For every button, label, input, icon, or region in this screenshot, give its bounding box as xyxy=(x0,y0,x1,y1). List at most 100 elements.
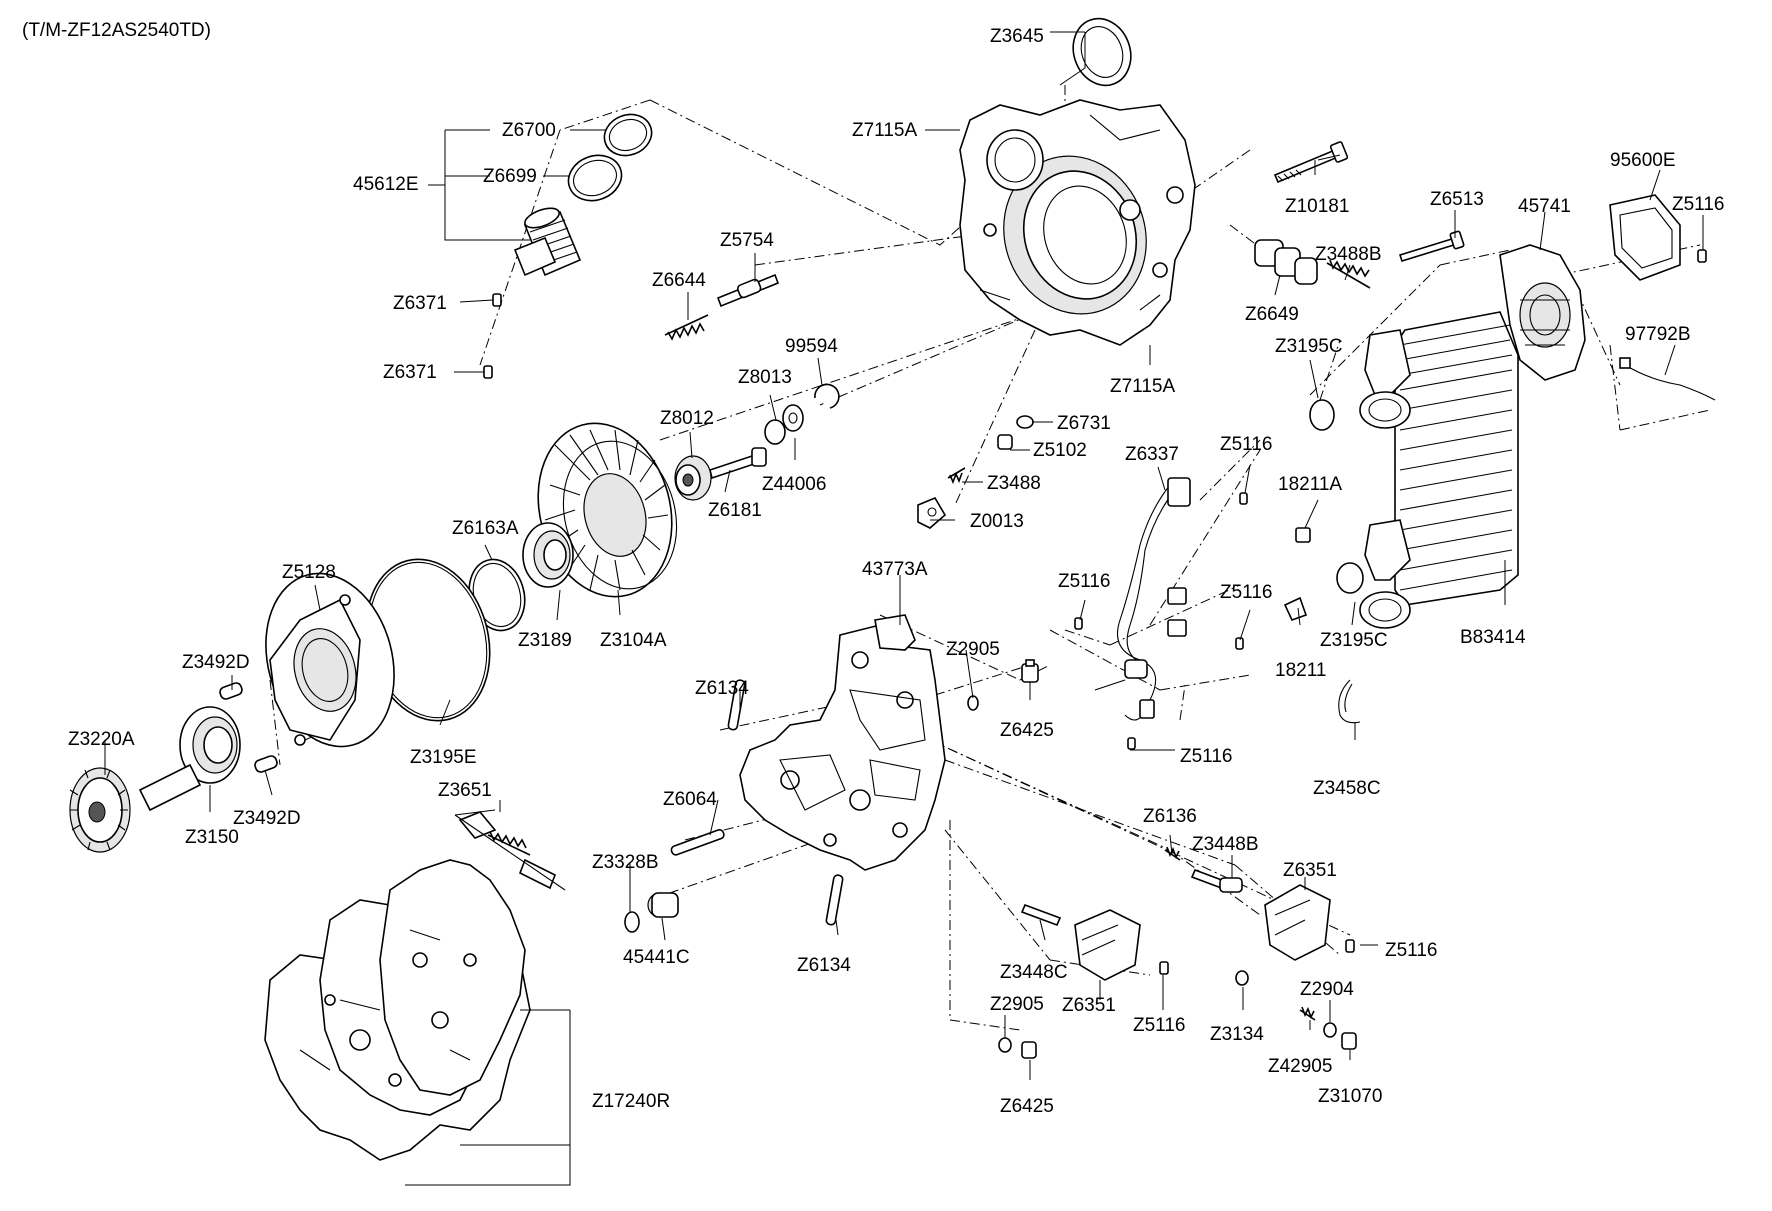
cover-z5128 xyxy=(265,572,395,748)
spring-z42905 xyxy=(1299,1006,1316,1021)
gear-shaft-z3220a xyxy=(69,763,202,853)
strap-z3458c xyxy=(1338,679,1361,724)
label-Z3645: Z3645 xyxy=(990,26,1044,47)
label-18211A: 18211A xyxy=(1278,474,1342,495)
label-Z2905-b: Z2905 xyxy=(990,994,1044,1015)
label-Z5116-g: Z5116 xyxy=(1133,1015,1185,1036)
bolt-z6513 xyxy=(1398,230,1465,262)
label-Z8012: Z8012 xyxy=(660,408,714,429)
sleeve-45441c xyxy=(647,892,679,918)
label-95600E: 95600E xyxy=(1610,150,1676,171)
label-Z6425-b: Z6425 xyxy=(1000,1096,1054,1117)
screw-z5116-c xyxy=(1074,617,1083,630)
pin-z3492d-b xyxy=(254,755,278,773)
screw-z5116-b xyxy=(1239,492,1248,505)
washer-z8013 xyxy=(764,419,786,445)
label-Z6337: Z6337 xyxy=(1125,444,1179,465)
label-Z0013: Z0013 xyxy=(970,511,1024,532)
screw-z5116-d xyxy=(1235,637,1244,650)
label-Z5102: Z5102 xyxy=(1033,440,1087,461)
washer-z44006 xyxy=(782,404,804,432)
label-Z6134-a: Z6134 xyxy=(695,678,749,699)
label-Z3195C-a: Z3195C xyxy=(1275,336,1343,357)
bracket-45741 xyxy=(1499,244,1586,381)
part-drawings xyxy=(69,17,1716,1161)
label-Z10181: Z10181 xyxy=(1285,196,1349,217)
label-Z6181: Z6181 xyxy=(708,500,762,521)
label-Z8013: Z8013 xyxy=(738,367,792,388)
plug-z31070 xyxy=(1341,1032,1357,1050)
snap-ring-99594 xyxy=(814,383,840,409)
plates-z17240r xyxy=(264,859,531,1161)
oil-cooler-b83414 xyxy=(1359,311,1519,629)
label-Z3220A: Z3220A xyxy=(68,729,135,750)
label-45612E: 45612E xyxy=(353,174,419,195)
label-18211: 18211 xyxy=(1275,660,1326,681)
label-Z5116-b: Z5116 xyxy=(1220,434,1272,455)
bearing-z3189 xyxy=(522,522,574,588)
valve-z3448c xyxy=(1020,903,1062,927)
screw-z5116-g xyxy=(1159,961,1169,975)
ring-z3134 xyxy=(1235,970,1249,986)
bearing-z8012 xyxy=(674,455,712,501)
label-Z6649: Z6649 xyxy=(1245,304,1299,325)
sensor-z5102 xyxy=(997,434,1013,450)
label-Z2904: Z2904 xyxy=(1300,979,1354,1000)
bolts-z6371 xyxy=(483,293,502,379)
label-Z17240R: Z17240R xyxy=(592,1091,670,1112)
label-Z5116-c: Z5116 xyxy=(1058,571,1110,592)
o-ring-z6700 xyxy=(603,113,653,157)
filter-45612e xyxy=(513,207,582,277)
valve-z6649 xyxy=(1254,239,1318,285)
solenoid-z6351-b xyxy=(1074,909,1141,981)
label-B83414: B83414 xyxy=(1460,627,1526,648)
o-ring-z3195c-a xyxy=(1309,399,1335,431)
label-Z7115A-top: Z7115A xyxy=(852,120,917,141)
ring-z2905-b xyxy=(998,1037,1012,1053)
label-Z3448C: Z3448C xyxy=(1000,962,1068,983)
bracket-z0013 xyxy=(917,496,947,529)
label-Z31070: Z31070 xyxy=(1318,1086,1382,1107)
valve-body-43773a xyxy=(739,614,946,871)
label-43773A: 43773A xyxy=(862,559,928,580)
label-Z6371-a: Z6371 xyxy=(393,293,447,314)
spring-z6136 xyxy=(1164,846,1181,861)
label-Z3150: Z3150 xyxy=(185,827,239,848)
clip-18211 xyxy=(1283,596,1308,621)
seal-ring-z3645 xyxy=(1072,17,1132,87)
label-Z6351-b: Z6351 xyxy=(1062,995,1116,1016)
plug-z6425-b xyxy=(1021,1041,1037,1059)
label-Z3104A: Z3104A xyxy=(600,630,667,651)
clip-18211a xyxy=(1295,527,1311,543)
label-Z2905-a: Z2905 xyxy=(946,639,1000,660)
label-Z3195C-b: Z3195C xyxy=(1320,630,1388,651)
label-Z6351-a: Z6351 xyxy=(1283,860,1337,881)
label-Z3134: Z3134 xyxy=(1210,1024,1264,1045)
label-Z3448B: Z3448B xyxy=(1192,834,1259,855)
spring-z6644 xyxy=(664,314,709,341)
label-Z3458C: Z3458C xyxy=(1313,778,1381,799)
label-Z44006: Z44006 xyxy=(762,474,826,495)
leader-lines xyxy=(104,31,1704,1186)
label-Z6064: Z6064 xyxy=(663,789,717,810)
label-Z42905: Z42905 xyxy=(1268,1056,1332,1077)
label-Z5116-e: Z5116 xyxy=(1180,746,1232,767)
bolt-z6181 xyxy=(709,447,767,480)
label-Z6371-b: Z6371 xyxy=(383,362,437,383)
ecu-95600e xyxy=(1609,194,1681,281)
label-Z3651: Z3651 xyxy=(438,780,492,801)
screw-z5116-ecu xyxy=(1697,249,1707,263)
o-ring-z6699 xyxy=(567,154,623,202)
label-Z6425-a: Z6425 xyxy=(1000,720,1054,741)
pin-z6134-b xyxy=(825,874,844,926)
label-45741: 45741 xyxy=(1518,196,1571,217)
label-Z5116-d: Z5116 xyxy=(1220,582,1272,603)
o-ring-z3195c-b xyxy=(1336,562,1364,594)
ring-z3328b xyxy=(624,911,640,933)
label-Z5754: Z5754 xyxy=(720,230,774,251)
label-99594: 99594 xyxy=(785,336,838,357)
spring-z3488b xyxy=(1326,259,1371,289)
spring-z3488 xyxy=(947,467,966,485)
label-Z6136: Z6136 xyxy=(1143,806,1197,827)
label-Z3492D-a: Z3492D xyxy=(182,652,250,673)
